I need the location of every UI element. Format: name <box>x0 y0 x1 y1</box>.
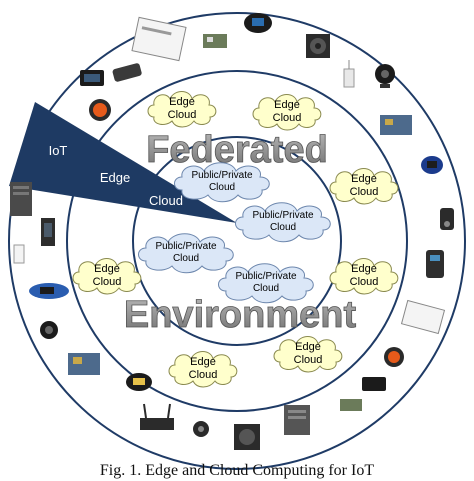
public-cloud-line2: Cloud <box>173 253 199 264</box>
public-private-cloud: Public/Private Cloud <box>235 202 331 243</box>
wifi-router-icon <box>140 403 174 430</box>
public-cloud-line1: Public/Private <box>252 210 314 221</box>
public-cloud-line1: Public/Private <box>235 271 297 282</box>
cloud-label: Cloud <box>149 193 183 208</box>
edge-cloud-line2: Cloud <box>168 109 197 121</box>
smartwatch-icon <box>126 373 152 391</box>
server-tower-icon <box>284 405 310 435</box>
smart-lock-icon <box>193 421 209 437</box>
edge-label: Edge <box>100 170 130 185</box>
federated-watermark: Federated <box>146 129 328 171</box>
thermostat-display-icon <box>80 70 104 86</box>
circuit-board-icon <box>340 399 362 411</box>
edge-cloud-line1: Edge <box>169 96 195 108</box>
smart-lock-icon <box>440 208 454 230</box>
public-cloud-line2: Cloud <box>209 182 235 193</box>
thermostat-display-icon <box>362 377 386 391</box>
nest-thermostat-icon <box>89 99 111 121</box>
dash-button-icon <box>426 250 444 278</box>
edge-cloud-line2: Cloud <box>273 112 302 124</box>
public-cloud-line2: Cloud <box>253 283 279 294</box>
environment-watermark: Environment <box>124 294 357 336</box>
edge-cloud: Edge Cloud <box>72 258 142 295</box>
tablet-device-icon <box>131 16 187 62</box>
smartwatch-icon <box>421 156 443 174</box>
wall-sensor-icon <box>13 244 25 264</box>
edge-cloud: Edge Cloud <box>329 168 399 205</box>
edge-cloud: Edge Cloud <box>168 351 238 388</box>
iot-devices <box>10 13 454 450</box>
circuit-board-icon <box>380 115 412 135</box>
layer-wedge <box>9 102 237 223</box>
sensor-icon <box>343 60 355 88</box>
circuit-board-icon <box>203 34 227 48</box>
edge-cloud-line1: Edge <box>274 99 300 111</box>
smartwatch-icon <box>244 13 272 33</box>
edge-cloud-line1: Edge <box>351 173 377 185</box>
edge-cloud-line1: Edge <box>351 263 377 275</box>
public-private-cloud: Public/Private Cloud <box>138 233 234 274</box>
edge-cloud: Edge Cloud <box>147 91 217 128</box>
camera-icon <box>40 321 58 339</box>
public-private-cloud: Public/Private Cloud <box>174 162 270 203</box>
public-cloud-line2: Cloud <box>270 222 296 233</box>
figure-caption: Fig. 1. Edge and Cloud Computing for IoT <box>99 462 375 479</box>
circuit-board-icon <box>68 353 100 375</box>
tablet-device-icon <box>400 299 446 335</box>
edge-cloud-line2: Cloud <box>189 369 218 381</box>
server-tower-icon <box>10 182 32 216</box>
fitness-band-icon <box>29 283 69 299</box>
edge-cloud-line1: Edge <box>94 263 120 275</box>
edge-cloud: Edge Cloud <box>252 94 322 131</box>
edge-cloud-line2: Cloud <box>294 354 323 366</box>
iot-label: IoT <box>49 143 68 158</box>
speaker-icon <box>234 424 260 450</box>
edge-cloud: Edge Cloud <box>273 336 343 373</box>
edge-cloud-line1: Edge <box>295 341 321 353</box>
public-cloud-line1: Public/Private <box>155 241 217 252</box>
speaker-icon <box>306 34 330 58</box>
camera-icon <box>375 64 395 88</box>
wall-panel-icon <box>41 218 55 246</box>
edge-cloud: Edge Cloud <box>329 258 399 295</box>
nest-thermostat-icon <box>384 347 404 367</box>
edge-cloud-line2: Cloud <box>93 276 122 288</box>
public-private-cloud: Public/Private Cloud <box>218 263 314 304</box>
edge-cloud-line1: Edge <box>190 356 216 368</box>
edge-cloud-line2: Cloud <box>350 276 379 288</box>
edge-cloud-line2: Cloud <box>350 186 379 198</box>
public-cloud-line1: Public/Private <box>191 170 253 181</box>
dash-button-icon <box>112 63 142 82</box>
